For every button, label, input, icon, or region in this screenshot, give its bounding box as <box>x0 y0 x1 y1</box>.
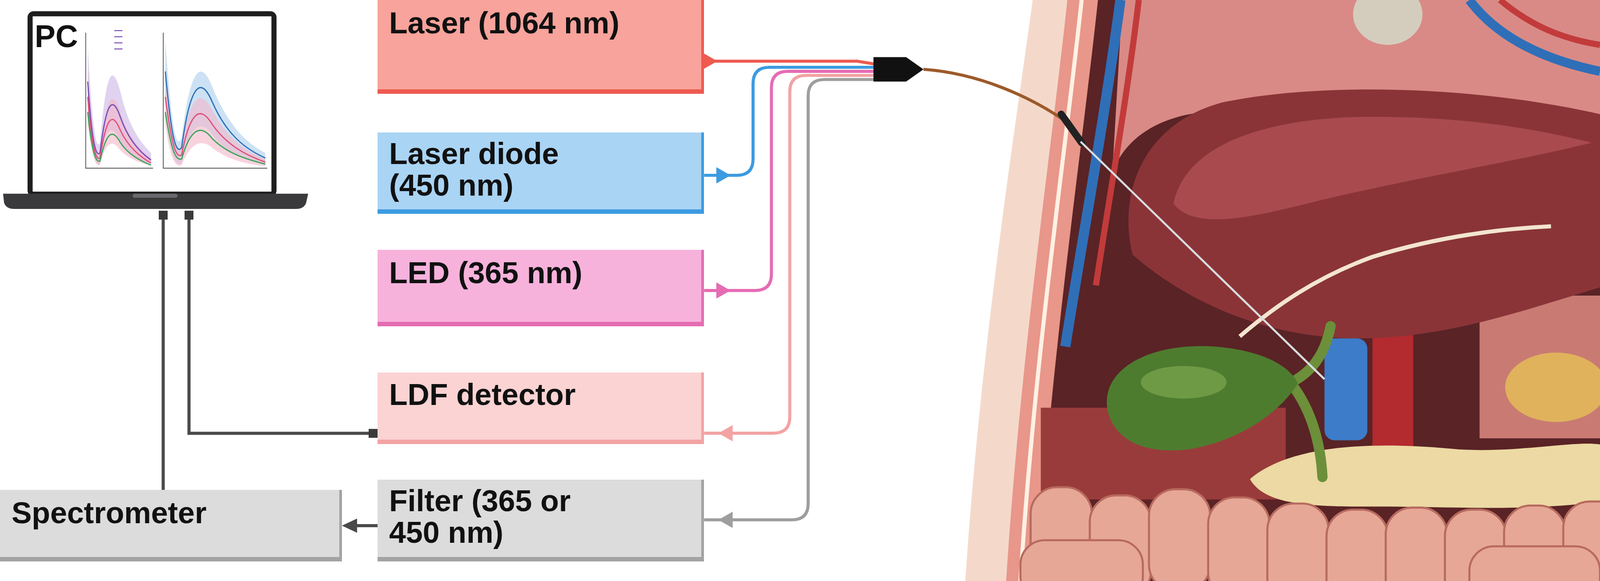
cable-plug <box>158 210 168 220</box>
source-box: Laser diode (450 nm) <box>377 132 704 214</box>
box-label: Filter (365 or 450 nm) <box>389 485 621 549</box>
connector <box>184 210 378 439</box>
cable-plug <box>184 210 194 220</box>
probe <box>873 56 1325 380</box>
spectrometer-box: Spectrometer <box>0 490 342 562</box>
box-label: LED (365 nm) <box>389 257 696 289</box>
connector <box>341 518 378 534</box>
arrowhead <box>341 518 358 534</box>
cable-line <box>188 210 378 434</box>
optical-fibers <box>703 61 876 521</box>
box-label: PC <box>34 20 213 54</box>
cable-line <box>357 524 378 528</box>
box-label: Spectrometer <box>11 497 332 529</box>
abdominal-anatomy <box>965 0 1600 581</box>
box-label: LDF detector <box>389 378 696 411</box>
fiber-arrowheads <box>703 52 733 529</box>
source-box: LED (365 nm) <box>377 249 704 327</box>
connector <box>158 210 168 491</box>
box-label: Laser (1064 nm) <box>389 7 696 39</box>
laptop <box>3 11 309 210</box>
cable-plug <box>368 429 378 439</box>
cable-line <box>161 210 165 491</box>
detector-box: LDF detector <box>377 372 704 445</box>
box-label: Laser diode (450 nm) <box>389 137 594 202</box>
filter-box: Filter (365 or 450 nm) <box>377 479 704 562</box>
source-box: Laser (1064 nm) <box>377 0 704 94</box>
computer: PC <box>3 12 307 211</box>
